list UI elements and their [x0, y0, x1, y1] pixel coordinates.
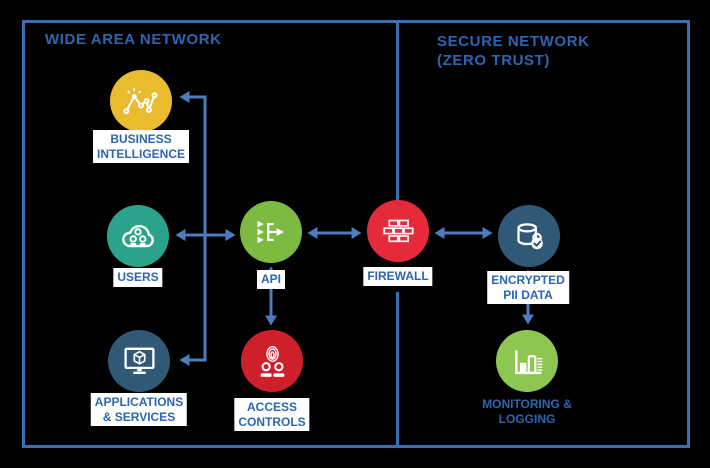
- label-line: ENCRYPTED: [491, 273, 565, 287]
- secure-zone-title-line1: SECURE NETWORK: [437, 33, 590, 50]
- database-lock-icon: [516, 222, 543, 249]
- node-access-controls: [241, 330, 303, 392]
- zone-divider-line-bottom: [396, 292, 399, 445]
- brick-wall-icon: [382, 219, 414, 242]
- node-monitoring-logging: [496, 330, 558, 392]
- zone-divider-line-top: [396, 23, 399, 202]
- node-label-api: API: [256, 270, 286, 289]
- label-line: FIREWALL: [367, 269, 429, 283]
- label-line: ACCESS: [246, 400, 297, 414]
- node-encrypted-pii-data: [498, 205, 560, 267]
- secure-zone-title-line2: (ZERO TRUST): [437, 52, 551, 69]
- node-label-encrypted-pii-data: ENCRYPTED PII DATA: [487, 271, 569, 304]
- node-api: [240, 201, 302, 263]
- label-line: MONITORING &: [482, 397, 572, 411]
- node-users: [107, 205, 169, 267]
- node-label-users: USERS: [113, 268, 163, 287]
- label-line: USERS: [117, 270, 159, 284]
- label-line: INTELLIGENCE: [96, 146, 186, 161]
- line-chart-icon: [123, 88, 158, 115]
- node-firewall: [367, 200, 429, 262]
- label-line: API: [260, 272, 282, 286]
- api-merge-icon: [257, 220, 284, 244]
- node-applications-services: [108, 330, 170, 392]
- network-boundary-box: [22, 20, 690, 448]
- monitor-cube-icon: [123, 347, 155, 374]
- label-line: BUSINESS: [110, 132, 172, 146]
- node-label-business-intelligence: BUSINESS INTELLIGENCE: [92, 130, 190, 163]
- fingerprint-users-icon: [260, 345, 284, 377]
- bar-chart-log-icon: [515, 350, 543, 375]
- label-line: PII DATA: [503, 287, 553, 302]
- node-label-access-controls: ACCESS CONTROLS: [234, 398, 310, 431]
- label-line: CONTROLS: [238, 414, 306, 429]
- label-line: APPLICATIONS: [94, 395, 184, 409]
- node-business-intelligence: [110, 70, 172, 132]
- arrow-branch-bi-apps: [179, 91, 207, 366]
- label-line: LOGGING: [498, 411, 556, 426]
- wan-zone-title: WIDE AREA NETWORK: [45, 31, 222, 48]
- cloud-users-icon: [122, 224, 154, 248]
- node-label-firewall: FIREWALL: [363, 267, 433, 286]
- label-line: & SERVICES: [102, 409, 176, 424]
- secure-zone-title: SECURE NETWORK (ZERO TRUST): [437, 32, 590, 70]
- node-label-applications-services: APPLICATIONS & SERVICES: [90, 393, 188, 426]
- node-label-monitoring-logging: MONITORING & LOGGING: [478, 395, 576, 428]
